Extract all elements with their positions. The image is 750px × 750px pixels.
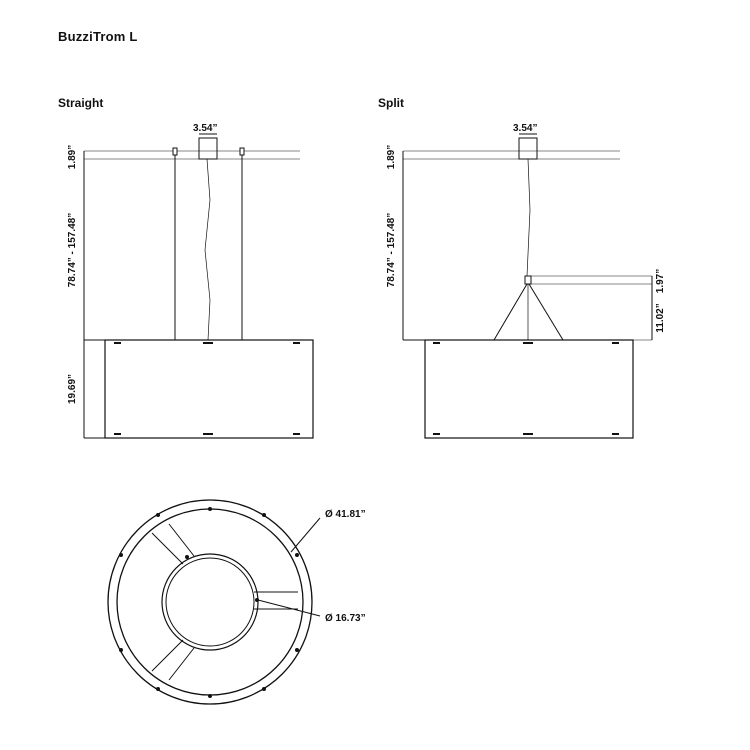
straight-suspension-label: 78.74” - 157.48” <box>67 213 78 288</box>
top-view <box>107 499 321 705</box>
split-connector <box>524 275 532 285</box>
split-height-label: 11.02” <box>655 303 666 332</box>
inner-ring-outer <box>161 553 259 651</box>
outer-diameter-leader <box>290 517 321 553</box>
ring-clips <box>119 507 299 698</box>
split-suspension-label: 78.74” - 157.48” <box>386 213 397 288</box>
split-view-label: Split <box>378 96 404 110</box>
split-main-cord <box>526 158 531 277</box>
drawing-title: BuzziTrom L <box>58 29 138 44</box>
inner-ring-inner <box>165 557 255 647</box>
spokes <box>151 523 298 681</box>
straight-power-cord <box>204 158 211 341</box>
split-cable-left <box>493 283 528 341</box>
straight-cable-right-anchor <box>239 147 245 156</box>
straight-canopy-width-label: 3.54” <box>193 123 217 134</box>
straight-cable-left-anchor <box>172 147 178 156</box>
straight-body-height-label: 19.69” <box>67 374 78 404</box>
split-offset-label: 1.97” <box>655 269 666 293</box>
split-lamp-body <box>424 339 634 439</box>
outer-ring-outer <box>107 499 313 705</box>
inner-diameter-leader <box>257 599 321 617</box>
split-canopy-width-label: 3.54” <box>513 123 537 134</box>
straight-view <box>83 133 314 439</box>
split-canopy-height-label: 1.89” <box>386 145 397 169</box>
outer-diameter-label: Ø 41.81” <box>325 509 366 520</box>
inner-diameter-label: Ø 16.73” <box>325 613 366 624</box>
straight-canopy-height-label: 1.89” <box>67 145 78 169</box>
outer-ring-inner <box>116 508 304 696</box>
split-canopy <box>518 137 538 160</box>
split-cable-right <box>528 283 564 341</box>
straight-view-label: Straight <box>58 96 104 110</box>
split-view <box>402 133 653 439</box>
straight-lamp-body <box>104 339 314 439</box>
straight-canopy <box>198 137 218 160</box>
